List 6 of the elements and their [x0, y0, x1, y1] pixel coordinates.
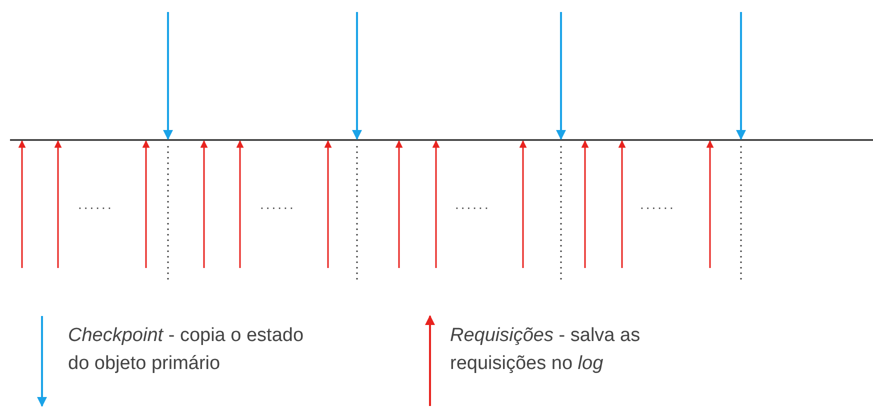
legend-text: Checkpoint - copia o estado do objeto primário: [68, 324, 305, 376]
ellipsis-dots: ......: [455, 196, 490, 212]
ellipsis-dots: ......: [260, 196, 296, 212]
legend-text: Requisições - salva as requisições no log: [450, 324, 642, 376]
ellipsis-dots: ......: [640, 196, 676, 212]
ellipsis-dots: ......: [78, 196, 114, 212]
